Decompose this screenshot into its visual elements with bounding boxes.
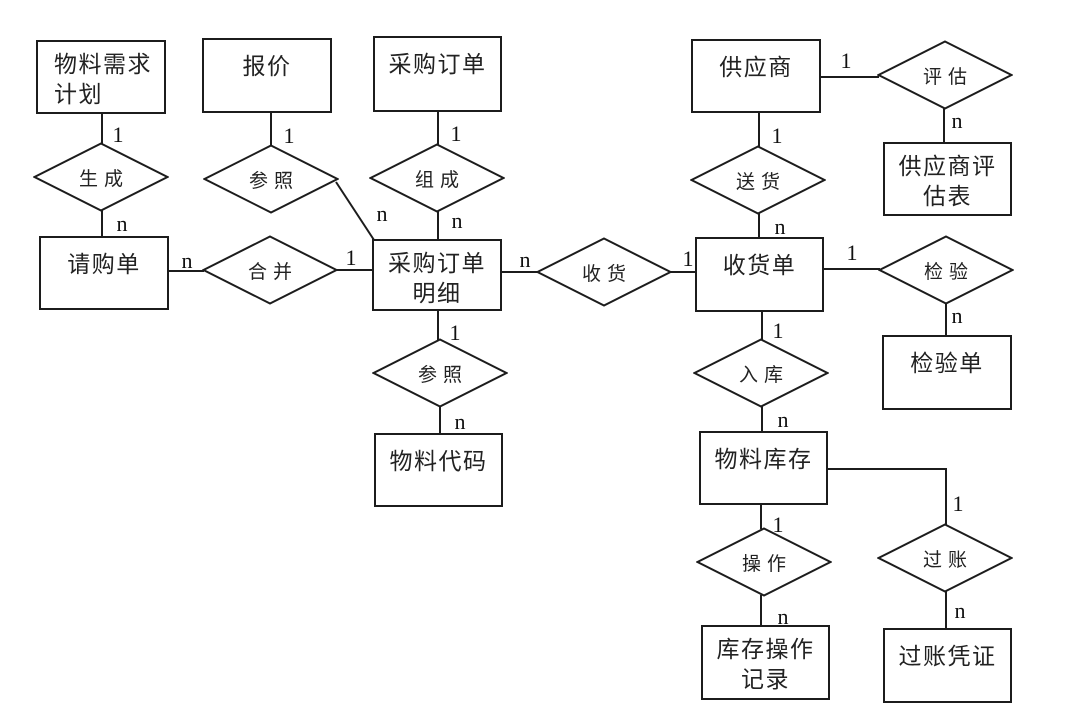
cardinality-label: 1 (345, 245, 357, 270)
relationship-merge: 合并 (202, 235, 338, 305)
entity-supplier: 供应商 (691, 39, 821, 113)
cardinality-label: n (774, 214, 786, 239)
entity-label: 明细 (412, 281, 462, 306)
entity-purchase-order-detail: 采购订单 明细 (372, 239, 502, 311)
relationship-reference-material: 参照 (372, 338, 508, 408)
diamond-shape-icon (696, 527, 832, 597)
relationship-deliver: 送货 (690, 145, 826, 215)
cardinality-label: n (454, 409, 466, 434)
connector-reference-pod-diagonal (335, 181, 375, 241)
cardinality-label: 1 (846, 240, 858, 265)
relationship-receive: 收货 (536, 237, 672, 307)
entity-purchase-requisition: 请购单 (39, 236, 169, 310)
diamond-shape-icon (877, 40, 1013, 110)
cardinality-label: 1 (449, 320, 461, 345)
diamond-shape-icon (203, 144, 339, 214)
entity-label: 供应商评 (898, 154, 997, 179)
entity-label: 收货单 (722, 253, 797, 278)
entity-label: 报价 (242, 54, 292, 79)
cardinality-label: 1 (772, 318, 784, 343)
cardinality-label: 1 (952, 491, 964, 516)
entity-label: 物料需求 (54, 52, 152, 77)
relationship-post: 过账 (877, 523, 1013, 593)
entity-purchase-order: 采购订单 (373, 36, 502, 112)
entity-inspection-sheet: 检验单 (882, 335, 1012, 410)
cardinality-label: n (519, 247, 531, 272)
entity-label: 过账凭证 (898, 644, 997, 669)
cardinality-label: n (777, 604, 789, 629)
relationship-reference-quote: 参照 (203, 144, 339, 214)
entity-label: 物料代码 (389, 449, 488, 474)
entity-material-inventory: 物料库存 (699, 431, 828, 505)
entity-label: 记录 (741, 667, 790, 692)
relationship-label: 送货 (735, 171, 786, 193)
relationship-label: 参照 (417, 364, 468, 386)
entity-inventory-operation-record: 库存操作 记录 (701, 625, 830, 700)
entity-label: 采购订单 (388, 251, 486, 276)
diamond-shape-icon (690, 145, 826, 215)
cardinality-label: 1 (682, 246, 694, 271)
relationship-label: 合并 (247, 261, 298, 283)
cardinality-label: n (951, 108, 963, 133)
relationship-label: 操作 (741, 553, 792, 575)
relationship-compose: 组成 (369, 143, 505, 213)
entity-material-requirements-plan: 物料需求 计划 (36, 40, 166, 114)
entity-label: 计划 (54, 82, 103, 107)
cardinality-label: n (116, 211, 128, 236)
entity-posting-voucher: 过账凭证 (883, 628, 1012, 703)
relationship-label: 入库 (738, 364, 789, 386)
entity-label: 供应商 (719, 55, 793, 80)
diamond-shape-icon (202, 235, 338, 305)
relationship-warehouse-in: 入库 (693, 338, 829, 408)
diamond-shape-icon (877, 523, 1013, 593)
relationship-inspect: 检验 (878, 235, 1014, 305)
relationship-label: 评估 (922, 66, 973, 88)
relationship-evaluate: 评估 (877, 40, 1013, 110)
entity-goods-receipt: 收货单 (695, 237, 824, 312)
cardinality-label: n (777, 407, 789, 432)
diamond-shape-icon (33, 142, 169, 212)
entity-quotation: 报价 (202, 38, 332, 113)
relationship-generate: 生成 (33, 142, 169, 212)
relationship-label: 检验 (923, 261, 974, 283)
cardinality-label: n (951, 303, 963, 328)
entity-material-code: 物料代码 (374, 433, 503, 507)
entity-label: 估表 (923, 184, 972, 209)
entity-supplier-evaluation-form: 供应商评 估表 (883, 142, 1012, 216)
cardinality-label: 1 (450, 121, 462, 146)
diamond-shape-icon (536, 237, 672, 307)
entity-label: 物料库存 (714, 447, 813, 472)
diamond-shape-icon (369, 143, 505, 213)
connector-inventory-post-elbow (822, 468, 947, 525)
relationship-label: 收货 (581, 263, 632, 285)
diamond-shape-icon (693, 338, 829, 408)
relationship-label: 组成 (414, 169, 465, 191)
cardinality-label: 1 (840, 48, 852, 73)
relationship-operate: 操作 (696, 527, 832, 597)
entity-label: 采购订单 (388, 52, 487, 77)
cardinality-label: n (181, 248, 193, 273)
cardinality-label: n (376, 201, 388, 226)
cardinality-label: 1 (283, 123, 295, 148)
cardinality-label: n (451, 208, 463, 233)
relationship-label: 过账 (922, 549, 973, 571)
diamond-shape-icon (878, 235, 1014, 305)
cardinality-label: 1 (112, 122, 124, 147)
cardinality-label: 1 (771, 123, 783, 148)
entity-label: 检验单 (910, 351, 984, 376)
relationship-label: 参照 (248, 170, 299, 192)
cardinality-label: 1 (772, 512, 784, 537)
relationship-label: 生成 (78, 168, 129, 190)
entity-label: 请购单 (67, 252, 141, 277)
entity-label: 库存操作 (716, 637, 815, 662)
cardinality-label: n (954, 598, 966, 623)
diamond-shape-icon (372, 338, 508, 408)
